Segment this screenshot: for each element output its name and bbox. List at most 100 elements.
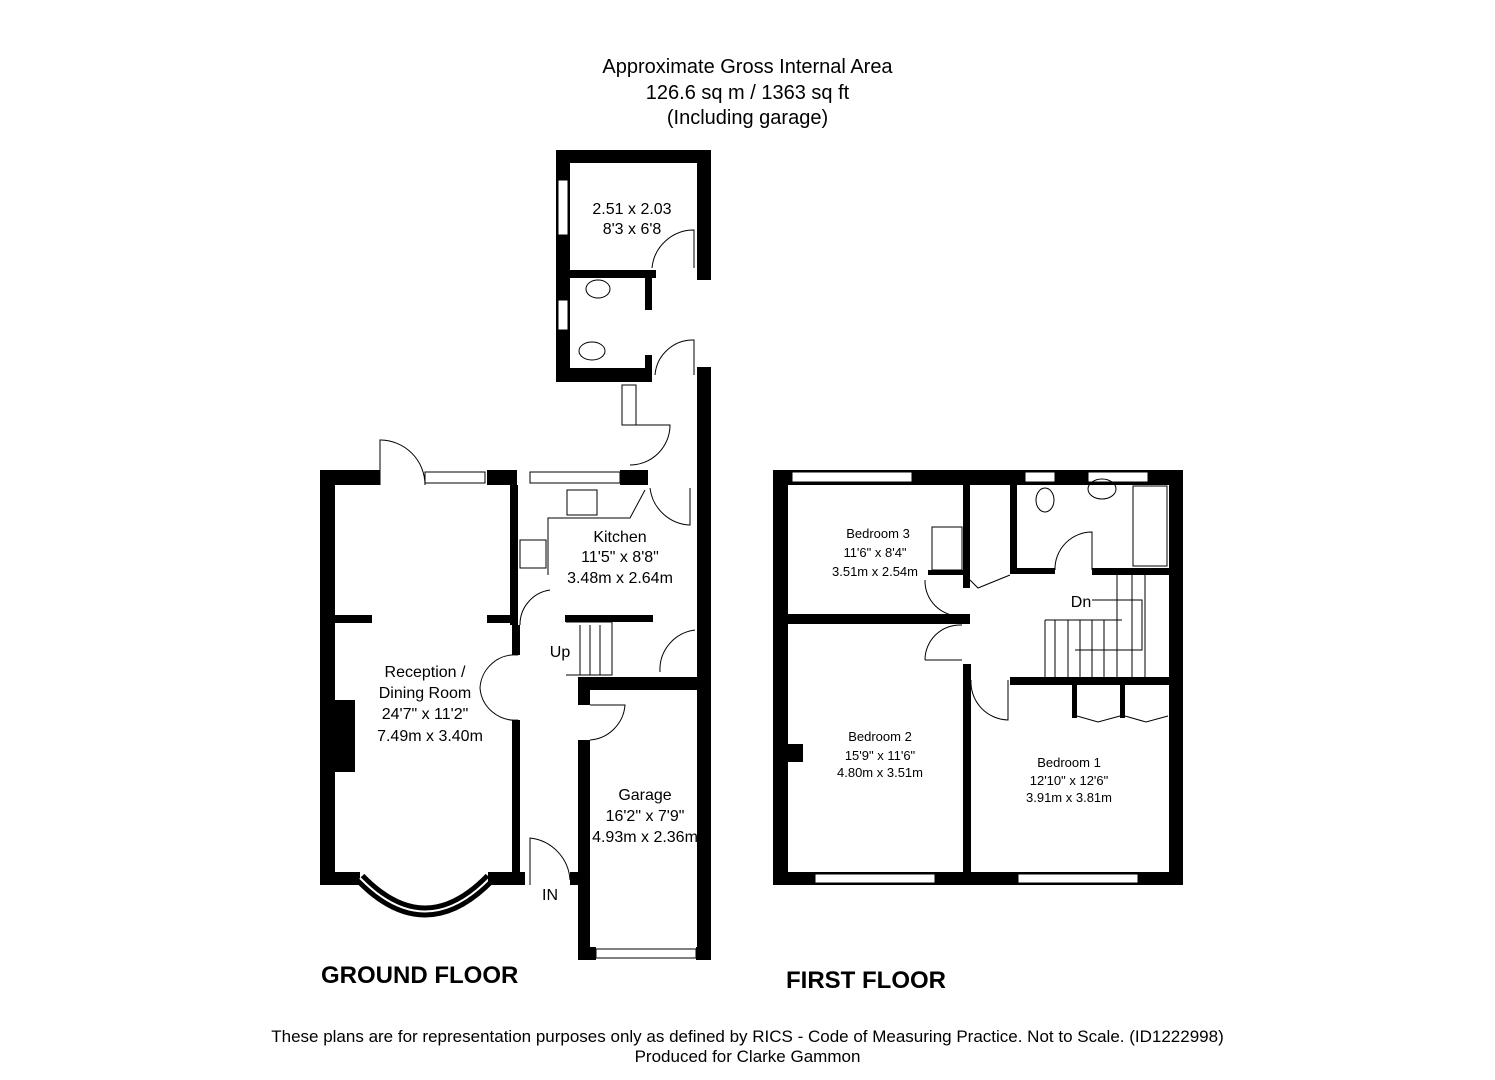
ground-floor-title: GROUND FLOOR bbox=[321, 962, 519, 989]
wall bbox=[510, 485, 518, 625]
window bbox=[791, 471, 913, 483]
wall bbox=[1010, 677, 1182, 685]
reception-name-2: Dining Room bbox=[379, 685, 471, 702]
wall bbox=[556, 270, 656, 278]
door-swing bbox=[649, 487, 691, 526]
wall bbox=[963, 480, 970, 588]
stairs bbox=[1044, 575, 1146, 677]
kitchen-sink-icon bbox=[566, 489, 598, 516]
wardrobe-doors bbox=[1076, 715, 1169, 723]
wall bbox=[320, 615, 372, 623]
wall bbox=[697, 150, 711, 270]
bedroom3-imperial: 11'6" x 8'4" bbox=[843, 545, 906, 560]
door-swing bbox=[659, 629, 696, 673]
wall bbox=[320, 872, 360, 885]
hob-icon bbox=[519, 539, 547, 569]
sink-icon bbox=[1087, 478, 1117, 500]
chimney-breast bbox=[788, 744, 803, 762]
door-swing bbox=[621, 384, 671, 466]
door-swing bbox=[970, 679, 1009, 721]
wall bbox=[487, 470, 517, 485]
kitchen-name: Kitchen bbox=[593, 529, 646, 546]
bedroom1-name: Bedroom 1 bbox=[1037, 755, 1101, 770]
area-title: Approximate Gross Internal Area bbox=[602, 56, 893, 78]
sink-icon bbox=[585, 279, 611, 299]
garage-imperial: 16'2" x 7'9" bbox=[606, 808, 685, 825]
bedroom1-imperial: 12'10" x 12'6" bbox=[1030, 773, 1109, 788]
door-swing bbox=[519, 589, 551, 626]
stairs-up-label: Up bbox=[550, 644, 571, 661]
reception-imperial: 24'7" x 11'2" bbox=[382, 706, 469, 723]
reception-name-1: Reception / bbox=[385, 664, 466, 681]
wall bbox=[1072, 683, 1077, 718]
outbuilding-imperial: 8'3 x 6'8 bbox=[603, 221, 662, 238]
window bbox=[814, 873, 936, 884]
stairs bbox=[566, 621, 613, 676]
stairs-down-label: Dn bbox=[1071, 594, 1091, 611]
wall bbox=[487, 615, 517, 623]
wall bbox=[570, 872, 580, 885]
wall bbox=[696, 947, 711, 960]
door-swing bbox=[651, 229, 695, 269]
area-note: (Including garage) bbox=[666, 107, 829, 129]
window bbox=[529, 471, 621, 484]
wall bbox=[578, 677, 590, 705]
door-swing bbox=[589, 704, 626, 741]
garage-metric: 4.93m x 2.36m bbox=[592, 829, 698, 846]
double-door bbox=[479, 654, 519, 721]
front-door bbox=[529, 837, 571, 885]
bay-window-glass bbox=[359, 877, 491, 913]
wall bbox=[620, 470, 648, 485]
basin-icon bbox=[931, 526, 963, 571]
wall bbox=[697, 367, 711, 957]
first-floor-plan: Bedroom 3 11'6" x 8'4" 3.51m x 2.54m Bed… bbox=[773, 470, 1183, 885]
outbuilding-metric: 2.51 x 2.03 bbox=[592, 201, 671, 218]
cupboard-door bbox=[969, 574, 1011, 589]
wall bbox=[565, 615, 653, 622]
ground-floor-plan: 2.51 x 2.03 8'3 x 6'8 Kitchen 11'5" x 8'… bbox=[320, 150, 711, 960]
door-swing bbox=[1054, 531, 1093, 571]
door-swing bbox=[654, 339, 695, 376]
wall bbox=[556, 150, 711, 163]
wall bbox=[697, 270, 711, 280]
wall bbox=[578, 947, 596, 960]
kitchen-imperial: 11'5" x 8'8" bbox=[581, 549, 659, 566]
footer: These plans are for representation purpo… bbox=[0, 1027, 1495, 1067]
garage-door bbox=[595, 948, 697, 959]
bedroom2-name: Bedroom 2 bbox=[848, 729, 912, 744]
door-swing bbox=[924, 579, 963, 617]
bedroom3-metric: 3.51m x 2.54m bbox=[832, 564, 918, 579]
wall bbox=[963, 664, 971, 885]
kitchen-metric: 3.48m x 2.64m bbox=[567, 570, 673, 587]
toilet-icon bbox=[1035, 487, 1055, 513]
wall bbox=[320, 470, 380, 485]
bedroom2-imperial: 15'9" x 11'6" bbox=[845, 748, 916, 763]
wall bbox=[1120, 683, 1125, 718]
wall bbox=[1010, 568, 1055, 574]
window bbox=[1017, 873, 1139, 884]
wall bbox=[320, 470, 335, 885]
stair-direction-arrow bbox=[1075, 599, 1143, 651]
produced-for: Produced for Clarke Gammon bbox=[634, 1047, 861, 1066]
window bbox=[557, 299, 569, 331]
reception-metric: 7.49m x 3.40m bbox=[377, 728, 483, 745]
window bbox=[1087, 471, 1149, 483]
wall bbox=[556, 368, 652, 382]
bedroom2-metric: 4.80m x 3.51m bbox=[837, 765, 923, 780]
toilet-icon bbox=[578, 341, 606, 361]
wall bbox=[773, 470, 788, 885]
first-floor-title: FIRST FLOOR bbox=[786, 967, 946, 994]
window bbox=[557, 179, 569, 236]
garage-name: Garage bbox=[618, 787, 671, 804]
disclaimer: These plans are for representation purpo… bbox=[271, 1027, 1224, 1046]
area-value: 126.6 sq m / 1363 sq ft bbox=[645, 82, 850, 104]
bedroom1-metric: 3.91m x 3.81m bbox=[1026, 790, 1112, 805]
chimney-breast bbox=[335, 700, 355, 772]
window bbox=[1024, 471, 1056, 483]
wall bbox=[512, 720, 520, 880]
door-swing bbox=[924, 624, 963, 661]
wall bbox=[1010, 480, 1017, 572]
entrance-label: IN bbox=[542, 887, 558, 904]
door-swing bbox=[379, 439, 426, 486]
